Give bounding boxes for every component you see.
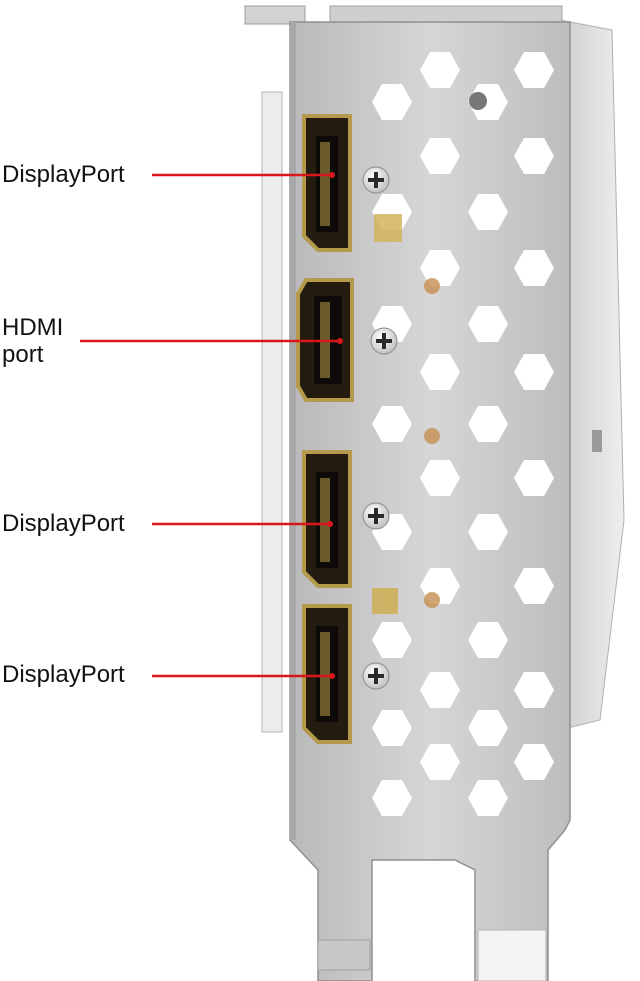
label-hdmi-port: HDMI port — [2, 314, 64, 368]
displayport-2 — [302, 450, 352, 588]
card-shroud — [261, 19, 625, 733]
screw-icon — [370, 327, 398, 355]
label-displayport-2: DisplayPort — [2, 510, 125, 537]
displayport-3 — [302, 604, 352, 744]
screw-icon — [362, 662, 390, 690]
label-displayport-3: DisplayPort — [2, 661, 125, 688]
screw-icon — [362, 502, 390, 530]
screw-icon — [362, 166, 390, 194]
leader-lines — [80, 173, 340, 678]
label-displayport-1: DisplayPort — [2, 161, 125, 188]
leader-endpoints — [327, 172, 343, 679]
displayport-1 — [302, 114, 352, 252]
vent-cutouts — [372, 52, 554, 816]
